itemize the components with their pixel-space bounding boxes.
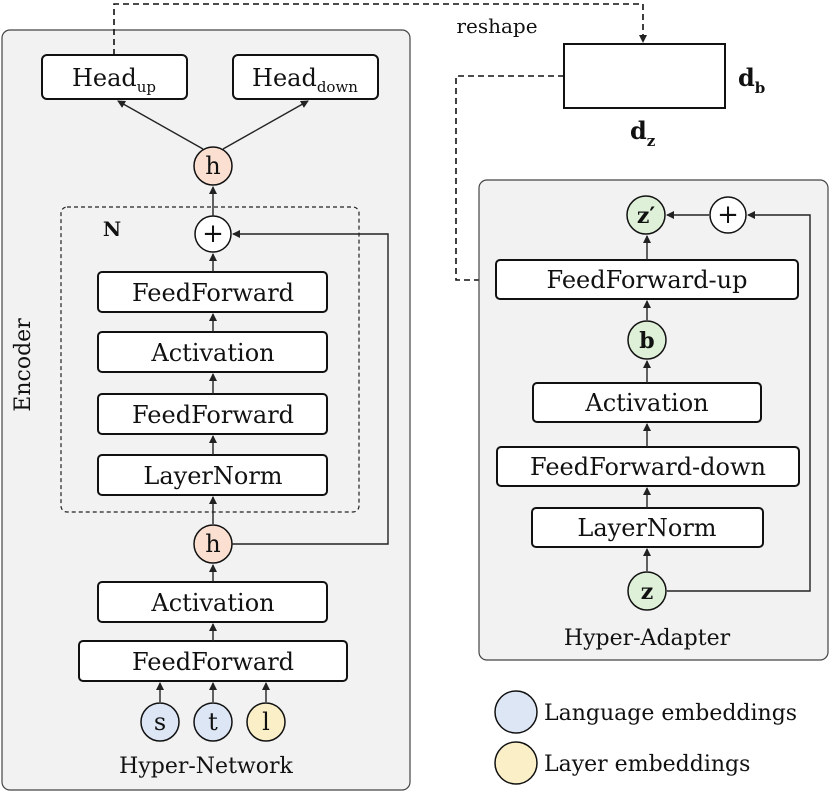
head-up-sub: up [137,78,156,96]
adapter-feedforward-down: FeedForward-down [496,446,800,487]
svg-text:FeedForward: FeedForward [132,279,294,307]
block-layer-feedforward-bottom: FeedForward [97,393,328,435]
svg-text:+: + [717,200,739,230]
lower-layer-feedforward: FeedForward [78,640,348,682]
head-up-box: Headup [41,54,188,100]
svg-text:Activation: Activation [584,389,708,417]
reshape-path-out [455,75,564,284]
hidden-node-middle: h [193,524,233,564]
svg-text:Activation: Activation [150,339,274,367]
block-layer-feedforward-top: FeedForward [97,271,328,313]
repeat-block [60,206,360,513]
block-layer-activation: Activation [97,331,328,373]
svg-text:h: h [205,152,220,180]
svg-text:Headup: Headup [72,64,156,96]
svg-text:s: s [154,708,166,736]
svg-text:Layer embeddings: Layer embeddings [544,752,750,777]
input-node-s: s [140,702,180,742]
svg-text:FeedForward: FeedForward [132,648,294,676]
head-up-main: Head [72,64,137,92]
hyper-adapter-title: Hyper-Adapter [564,626,731,651]
svg-text:Headdown: Headdown [252,64,358,96]
dim-b-label: db [738,63,765,97]
dim-z-label: dz [630,116,656,150]
svg-text:l: l [262,708,270,736]
reshape-path-in [113,3,647,55]
svg-text:Activation: Activation [150,589,274,617]
adapter-layernorm: LayerNorm [531,507,764,548]
adapter-feedforward-up: FeedForward-up [495,259,799,300]
reshape-matrix [563,43,726,109]
hyper-adapter-edges [643,211,811,592]
add-node-left: + [194,215,232,253]
encoder-label: Encoder [11,318,36,412]
svg-text:LayerNorm: LayerNorm [143,462,282,490]
adapter-activation: Activation [532,382,762,423]
reshape-label: reshape [456,14,537,38]
adapter-output-node: z′ [626,195,666,235]
head-down-box: Headdown [232,54,379,100]
svg-text:+: + [202,219,224,249]
svg-text:FeedForward-up: FeedForward-up [547,266,748,294]
legend-language: Language embeddings [494,690,797,734]
svg-text:z: z [641,579,654,605]
legend-layer: Layer embeddings [494,741,750,785]
hidden-node-top: h [193,146,233,186]
input-node-t: t [193,702,233,742]
lower-layer-activation: Activation [97,581,328,623]
hyper-network-title: Hyper-Network [119,754,293,779]
block-layer-layernorm: LayerNorm [97,454,328,496]
repeat-label: N [103,217,121,241]
hyper-network-edges [117,100,389,702]
svg-text:b: b [639,328,654,354]
add-node-right: + [709,196,747,234]
svg-text:h: h [205,530,220,558]
input-node-l: l [246,702,286,742]
head-down-main: Head [252,64,317,92]
svg-text:z′: z′ [637,203,655,229]
svg-text:FeedForward-down: FeedForward-down [530,453,766,481]
svg-text:Language embeddings: Language embeddings [544,701,797,726]
svg-text:LayerNorm: LayerNorm [577,514,716,542]
svg-text:t: t [208,708,218,736]
adapter-input-node: z [627,571,667,611]
head-down-sub: down [317,78,358,96]
adapter-mid-node: b [627,320,667,360]
svg-text:FeedForward: FeedForward [132,401,294,429]
